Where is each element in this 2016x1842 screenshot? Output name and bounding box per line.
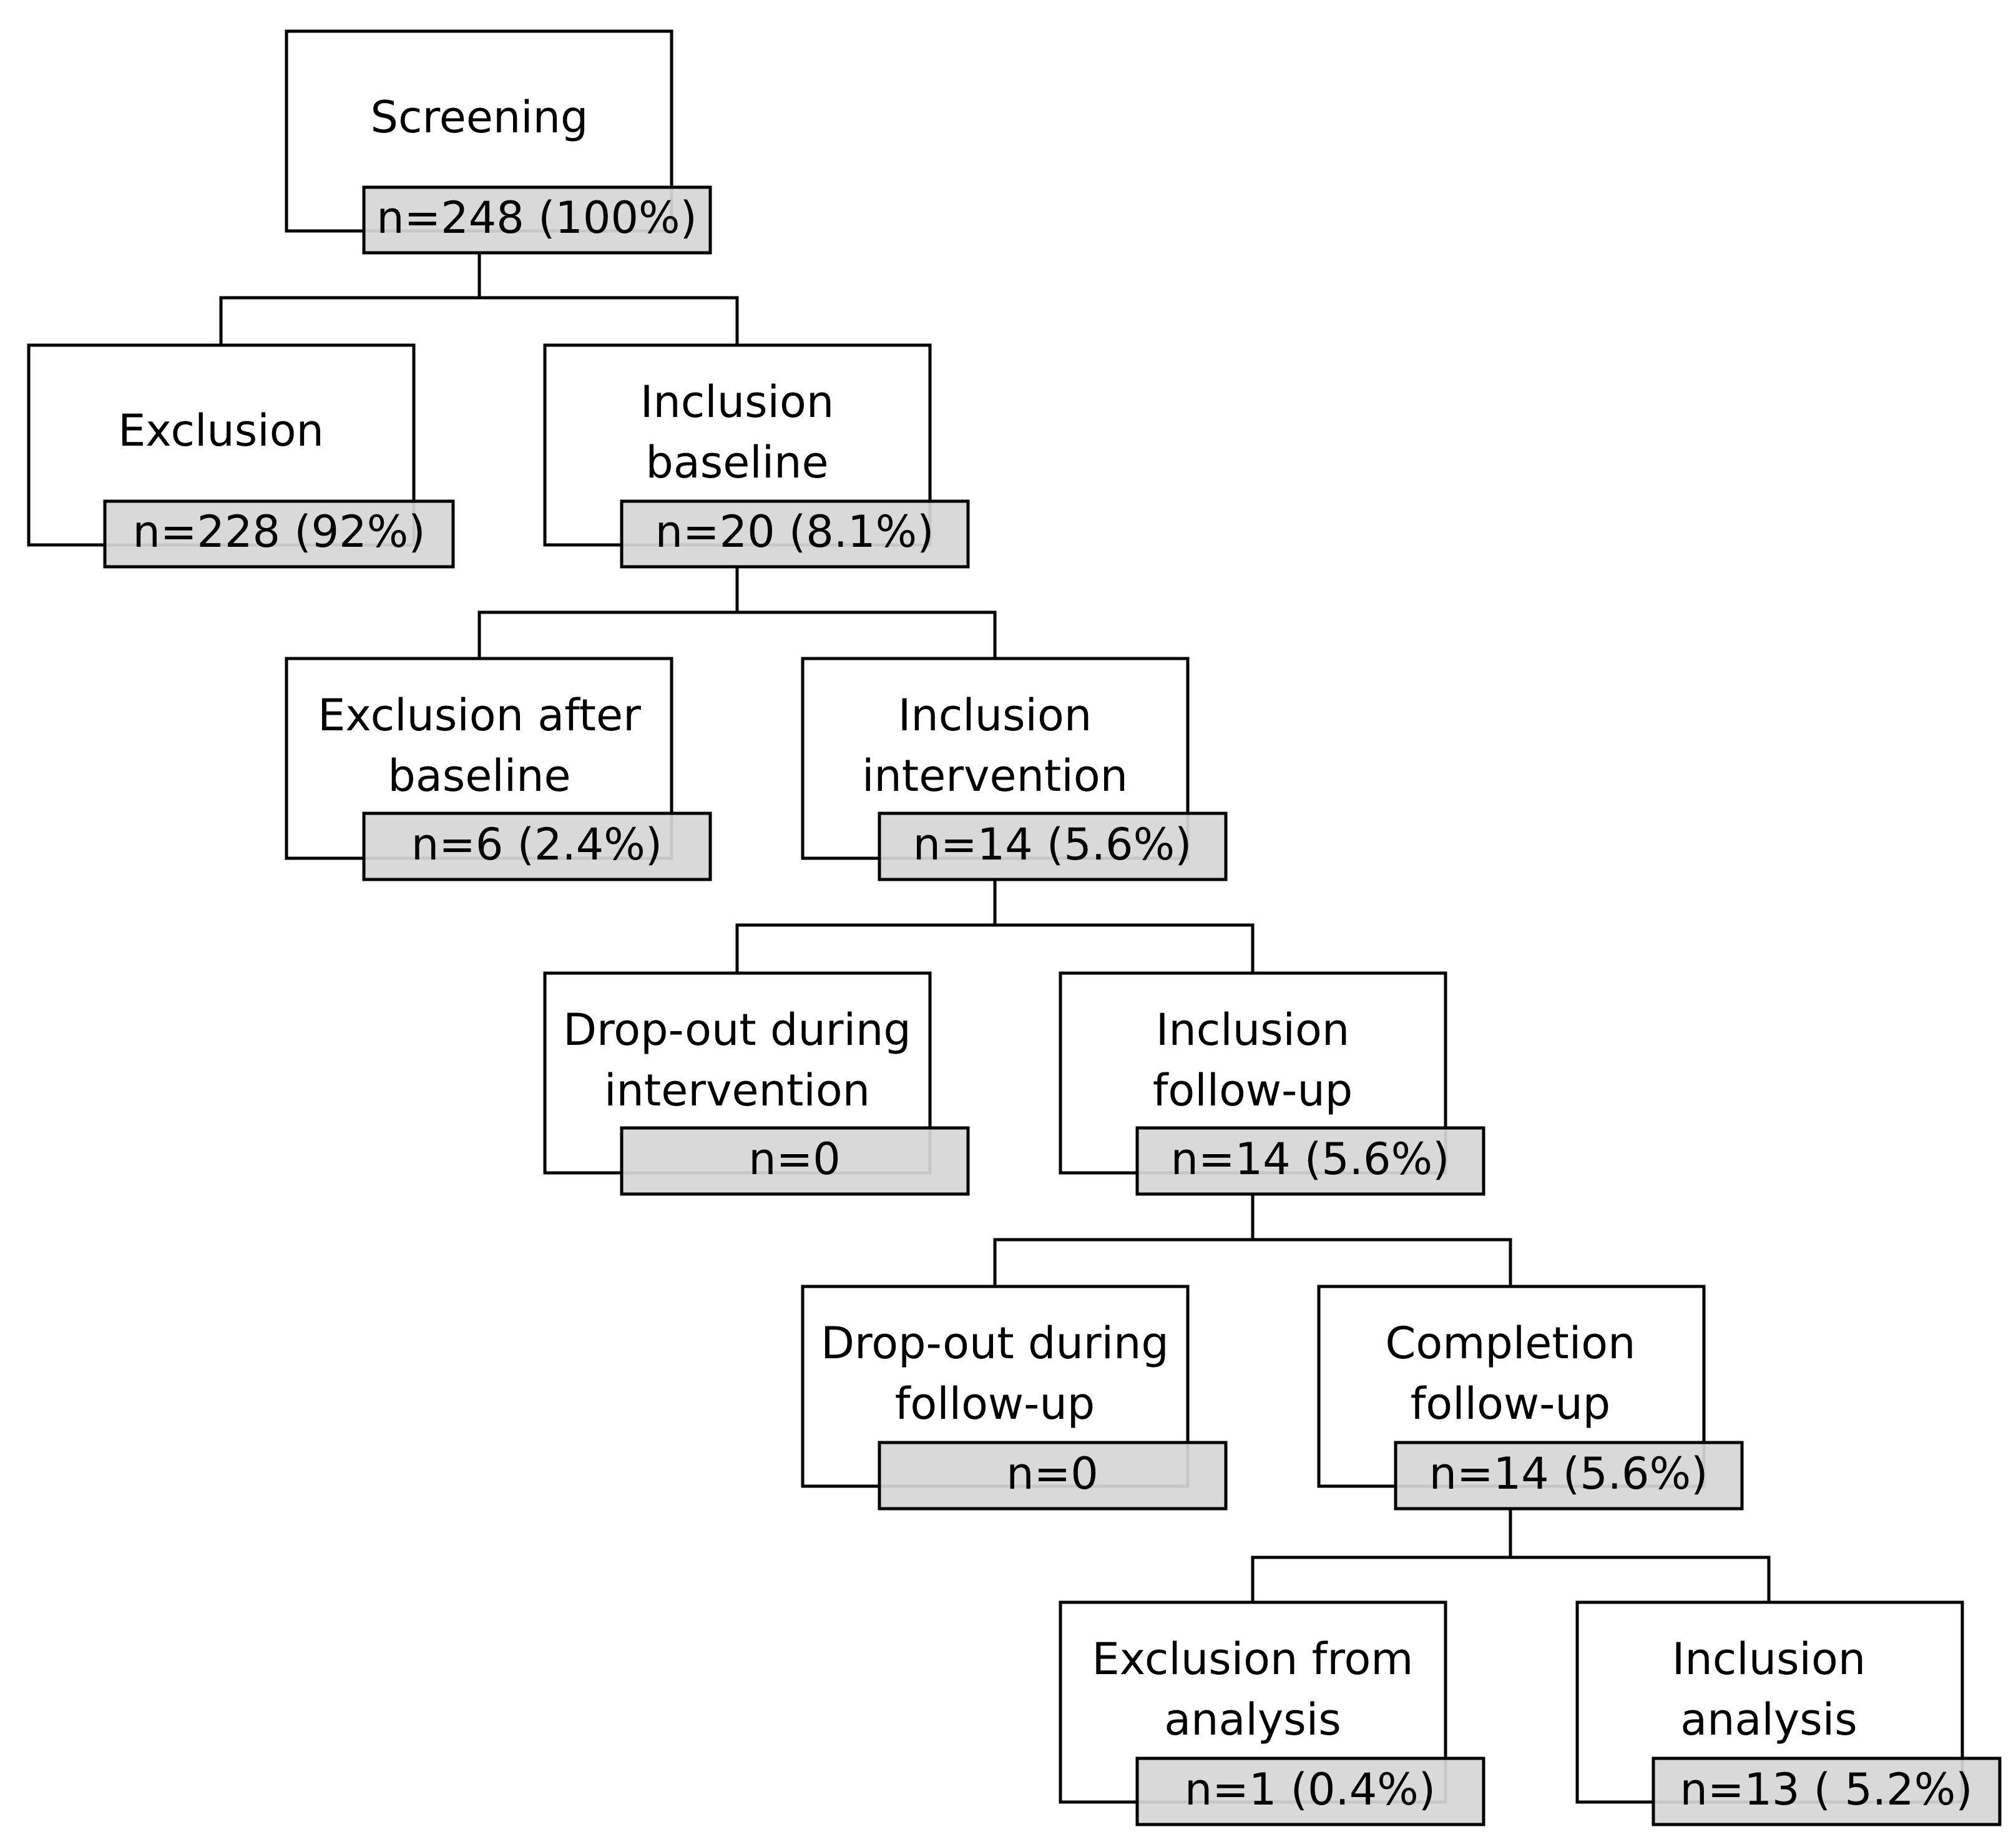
count-label: n=1 (0.4%) <box>1185 1764 1436 1815</box>
node-title: follow-up <box>895 1378 1095 1429</box>
count-box <box>1135 1756 1485 1826</box>
node-title: Completion <box>1386 1318 1636 1369</box>
count-label: n=0 <box>748 1134 841 1185</box>
node-title: intervention <box>604 1065 870 1116</box>
node-title: Exclusion from <box>1092 1634 1414 1685</box>
node-exclusion-analysis: Exclusion from analysis n=1 (0.4%) <box>1059 1600 1485 1826</box>
node-title: Inclusion <box>1672 1634 1866 1685</box>
node-title: follow-up <box>1411 1378 1611 1429</box>
count-label: n=6 (2.4%) <box>411 819 662 870</box>
node-title: Exclusion <box>118 405 324 456</box>
node-title: baseline <box>388 750 570 801</box>
connectors <box>219 251 1771 1604</box>
node-inclusion-followup: Inclusion follow-up n=14 (5.6%) <box>1059 971 1485 1196</box>
node-title: Exclusion after <box>318 690 641 741</box>
node-title: Screening <box>371 92 589 143</box>
node-title: baseline <box>645 437 828 488</box>
node-dropout-intervention: Drop-out during intervention n=0 <box>543 971 970 1196</box>
node-title: Inclusion <box>898 690 1092 741</box>
node-title: Inclusion <box>640 376 834 428</box>
node-completion-followup: Completion follow-up n=14 (5.6%) <box>1317 1285 1744 1511</box>
count-box <box>1135 1126 1485 1196</box>
count-label: n=228 (92%) <box>132 506 425 557</box>
count-box <box>103 499 455 569</box>
count-box <box>878 1441 1228 1511</box>
node-title: intervention <box>862 750 1128 801</box>
node-inclusion-intervention: Inclusion intervention n=14 (5.6%) <box>801 657 1228 881</box>
count-box <box>878 811 1228 881</box>
count-box <box>362 185 712 255</box>
count-label: n=0 <box>1006 1448 1099 1499</box>
count-label: n=20 (8.1%) <box>655 506 934 557</box>
node-exclusion: Exclusion n=228 (92%) <box>27 343 455 569</box>
node-title: Drop-out during <box>563 1004 911 1056</box>
count-label: n=14 (5.6%) <box>1429 1448 1708 1499</box>
count-label: n=14 (5.6%) <box>1171 1134 1450 1185</box>
node-title: follow-up <box>1153 1065 1353 1116</box>
node-inclusion-analysis: Inclusion analysis n=13 ( 5.2%) <box>1575 1600 2002 1826</box>
count-label: n=14 (5.6%) <box>913 819 1192 870</box>
node-inclusion-baseline: Inclusion baseline n=20 (8.1%) <box>543 343 970 569</box>
node-title: Drop-out during <box>821 1318 1169 1369</box>
node-title: analysis <box>1680 1694 1857 1745</box>
node-title: Inclusion <box>1156 1004 1349 1056</box>
count-box <box>620 499 970 569</box>
node-title: analysis <box>1164 1694 1341 1745</box>
count-label: n=13 ( 5.2%) <box>1680 1764 1972 1815</box>
count-box <box>1394 1441 1744 1511</box>
count-box <box>1651 1756 2002 1826</box>
node-screening: Screening n=248 (100%) <box>285 29 712 255</box>
count-box <box>620 1126 970 1196</box>
count-box <box>362 811 712 881</box>
node-exclusion-after-baseline: Exclusion after baseline n=6 (2.4%) <box>285 657 712 881</box>
count-label: n=248 (100%) <box>376 192 697 243</box>
node-dropout-followup: Drop-out during follow-up n=0 <box>801 1285 1228 1511</box>
